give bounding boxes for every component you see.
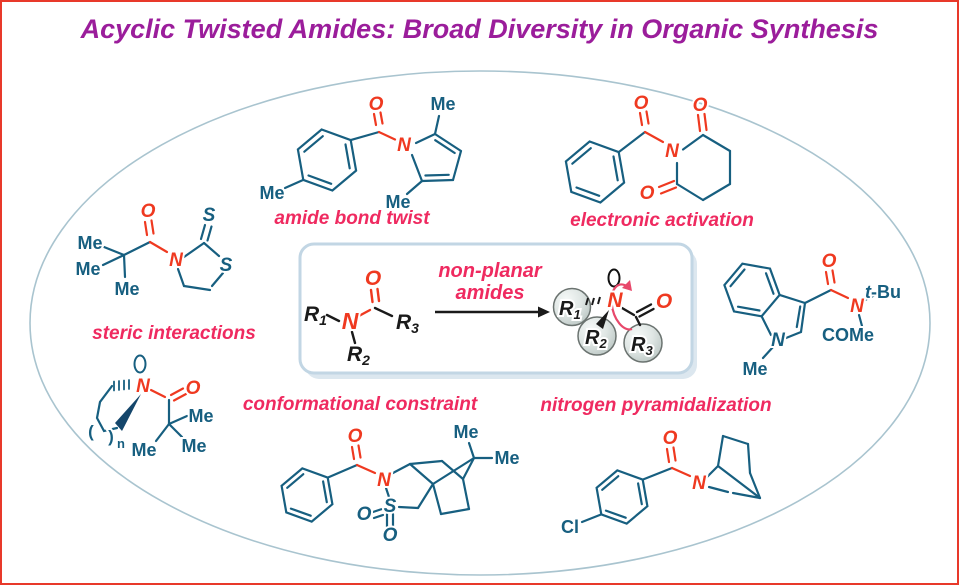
caption-electronic-activation: electronic activation [570, 210, 754, 231]
o-label: O [141, 201, 156, 222]
planar-amide-red-bonds [355, 287, 381, 319]
n-label: N [377, 470, 392, 491]
me-label: Me [430, 94, 455, 114]
twisted-carbonyl-bonds [620, 303, 655, 327]
me-label: Me [188, 406, 213, 426]
rotation-arrow [610, 283, 633, 331]
reaction-note-line2: amides [456, 282, 525, 304]
s-label: S [384, 496, 397, 517]
o-label: O [369, 94, 384, 115]
electronic-bonds [564, 130, 732, 204]
n-label: N [169, 250, 184, 271]
indole-red-bonds [824, 269, 850, 300]
caption-nitrogen-pyramidalization: nitrogen pyramidalization [540, 395, 772, 416]
reaction-note-line1: non-planar [438, 260, 543, 282]
r2-sphere [577, 316, 617, 356]
background-ellipse [29, 70, 931, 576]
twist-acyl-bonds [372, 111, 397, 141]
r3-sphere [623, 323, 663, 363]
me-label: Me [494, 448, 519, 468]
o-label: O [383, 525, 398, 546]
lone-pair-orbital [133, 354, 147, 374]
n-label: N [397, 135, 412, 156]
n-label: N [850, 296, 865, 317]
o-label: O [693, 95, 708, 116]
n-ring-label: N [771, 330, 786, 351]
tbu-label: t-Bu [865, 282, 901, 302]
acyl-red-bonds [149, 387, 188, 402]
o-label: O [663, 428, 678, 449]
planar-amide-bonds [325, 306, 394, 345]
n-label: N [136, 376, 151, 397]
me-label: Me [259, 183, 284, 203]
caption-steric-interactions: steric interactions [92, 323, 256, 344]
o-label: O [640, 183, 655, 204]
electronic-red-bonds [638, 110, 708, 195]
r1-group-label: R1 [304, 303, 327, 328]
r1-sphere-label: R1 [559, 298, 581, 322]
lone-pair-orbital [607, 268, 621, 288]
n-label: N [607, 289, 623, 312]
me-label: Me [181, 436, 206, 456]
n-label: N [665, 141, 680, 162]
o-label: O [357, 504, 372, 525]
repeat-subscript: n [117, 436, 125, 451]
pyramidalization-bonds [580, 434, 762, 525]
paren-close: ) [108, 427, 114, 446]
n-label: N [692, 473, 707, 494]
come-label: COMe [822, 325, 874, 345]
caption-conformational-constraint: conformational constraint [242, 394, 478, 415]
wedge-bond [596, 310, 609, 329]
wedge-bond [115, 394, 141, 431]
rotation-arrowhead [622, 280, 632, 291]
me-label: Me [114, 279, 139, 299]
o-label: O [186, 378, 201, 399]
ring-bonds [95, 379, 189, 443]
n-label: N [342, 308, 359, 334]
o-label: O [822, 251, 837, 272]
steric-bonds [101, 223, 225, 292]
sultam-bonds [280, 441, 494, 529]
me-label: Me [131, 440, 156, 460]
r3-sphere-label: R3 [631, 334, 653, 358]
figure-title: Acyclic Twisted Amides: Broad Diversity … [80, 14, 879, 44]
s-thione-label: S [203, 205, 216, 226]
pyramidalization-red-bonds [665, 446, 692, 478]
r2-sphere-label: R2 [585, 327, 607, 351]
s-ring-label: S [220, 255, 233, 276]
indole-bonds [723, 262, 881, 360]
r1-sphere [552, 287, 592, 327]
reaction-arrowhead [538, 306, 550, 318]
caption-amide-bond-twist: amide bond twist [274, 208, 430, 229]
me-label: Me [77, 233, 102, 253]
twist-bonds [283, 114, 463, 196]
paren-open: ( [88, 422, 94, 441]
o-label: O [656, 290, 672, 313]
o-label: O [348, 426, 363, 447]
o-label: O [365, 267, 381, 290]
cl-label: Cl [561, 517, 579, 537]
steric-red-bonds [143, 219, 169, 254]
me-label: Me [742, 359, 767, 379]
o-label: O [634, 93, 649, 114]
me-label: Me [75, 259, 100, 279]
me-label: Me [453, 422, 478, 442]
r3-group-label: R3 [396, 311, 419, 336]
me-label: Me [385, 192, 410, 212]
sultam-red-bonds [350, 444, 377, 475]
hash-bond [585, 296, 601, 306]
r2-group-label: R2 [347, 343, 370, 368]
